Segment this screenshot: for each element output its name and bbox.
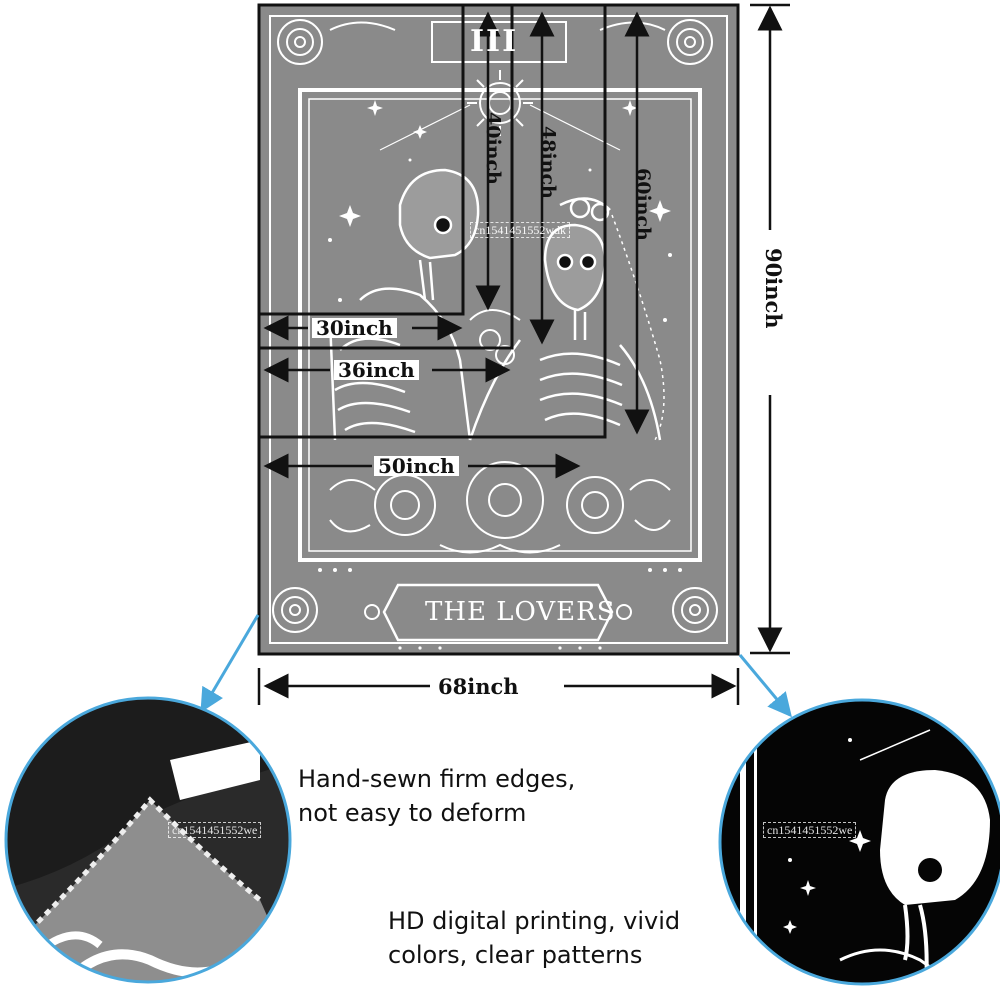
callout-arrows [200,614,792,718]
dim-label-48inch: 48inch [537,126,559,199]
dim-label-30inch: 30inch [312,318,397,338]
watermark: cn1541451552we [763,822,857,838]
height-arrows [475,3,790,655]
print-detail-circle [718,698,1000,986]
size-guide-boxes [257,3,607,439]
dim-label-40inch: 40inch [482,112,504,185]
width-arrows [257,315,740,705]
card-title: THE LOVERS [425,597,616,627]
edge-detail-circle [4,696,292,984]
dim-label-50inch: 50inch [374,456,459,476]
feature-edges-line1: Hand-sewn firm edges, [298,765,576,793]
dim-label-60inch: 60inch [632,168,654,241]
watermark: cn1541451552wdk [470,222,570,238]
feature-print-line1: HD digital printing, vivid [388,907,681,935]
feature-print-line2: colors, clear patterns [388,941,643,969]
feature-edges-line2: not easy to deform [298,799,527,827]
dim-label-36inch: 36inch [334,360,419,380]
dim-label-68inch: 68inch [434,676,523,697]
dim-label-90inch: 90inch [761,248,786,329]
card-numeral: III [470,24,519,59]
watermark: cn1541451552we [168,822,262,838]
